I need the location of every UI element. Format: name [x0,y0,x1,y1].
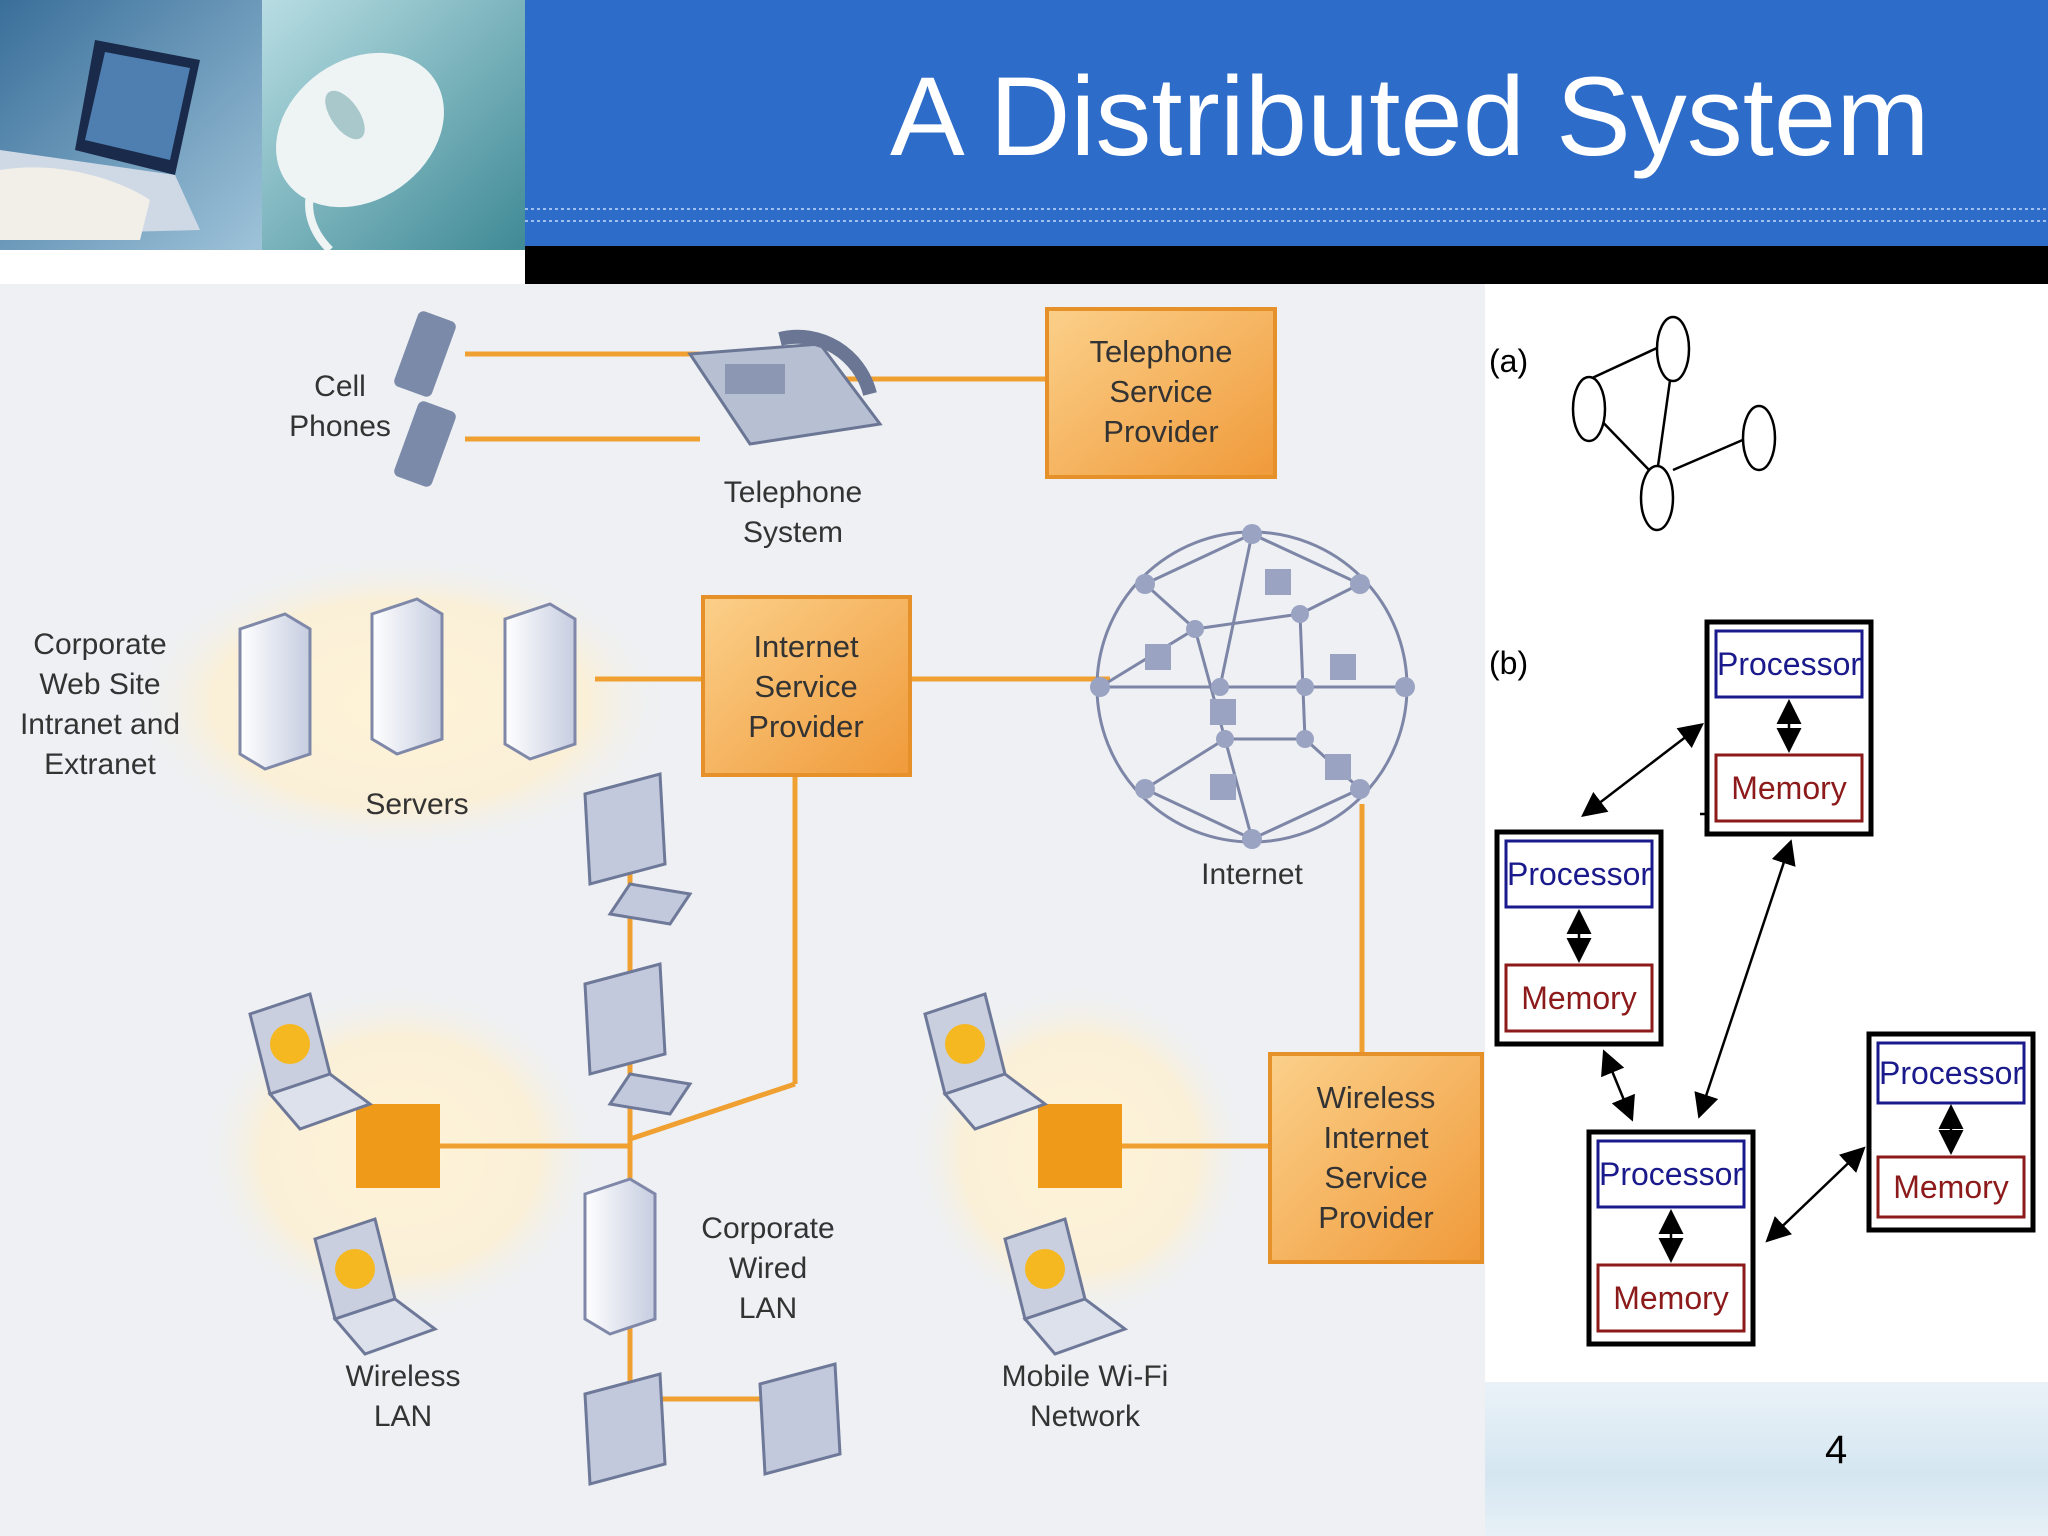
tsp-line-3: Provider [1103,414,1218,449]
page-number: 4 [1825,1428,1848,1472]
header-dotted-line [525,220,2048,222]
isp-line-1: Internet [753,629,859,664]
header-photo [0,0,525,250]
graph-a-label: (a) [1489,343,1528,379]
wisp-line-3: Service [1324,1160,1427,1195]
graph-a-node [1571,375,1607,443]
label-internet: Internet [1201,858,1303,891]
label-mobile-wifi-1: Mobile Wi-Fi [1002,1360,1169,1393]
wireless-access-point [356,1104,440,1188]
processor-label: Processor [1599,1156,1743,1192]
label-corp-lan-1: Corporate [701,1212,834,1245]
label-corp-web-1: Corporate [33,628,166,661]
graph-a [1571,315,1777,532]
server-icon [238,597,577,771]
label-corp-lan-2: Wired [729,1252,807,1285]
label-telephone-system-1: Telephone [724,476,862,509]
label-cell-phones-1: Cell [314,370,366,403]
label-corp-web-4: Extranet [44,748,156,781]
footer-band [1485,1382,2048,1536]
wireless-isp-box: Wireless Internet Service Provider [1268,1052,1484,1264]
processor-label: Processor [1879,1055,2023,1091]
isp-line-2: Service [754,669,857,704]
slide-title: A Distributed System [890,54,1930,179]
label-servers: Servers [365,788,468,821]
memory-label: Memory [1731,770,1847,806]
label-cell-phones-2: Phones [289,410,391,443]
internet-nodes [1090,524,1415,849]
memory-label: Memory [1893,1169,2009,1205]
wisp-line-2: Internet [1323,1120,1429,1155]
graph-b-edges [1581,722,1866,1243]
laptop-icon [248,992,439,1356]
label-wireless-lan-1: Wireless [345,1360,460,1393]
memory-label: Memory [1613,1280,1729,1316]
memory-label: Memory [1521,980,1637,1016]
label-corp-web-3: Intranet and [20,708,180,741]
wisp-line-4: Provider [1318,1200,1433,1235]
telephone-service-provider-box: Telephone Service Provider [1045,307,1277,479]
processor-memory-node: Processor Memory [1494,829,1664,1047]
header-divider [525,246,2048,284]
graph-a-node [1639,464,1675,532]
laptop-icon [923,992,1129,1356]
processor-memory-node: Processor Memory [1586,1129,1756,1347]
label-wireless-lan-2: LAN [374,1400,432,1433]
wisp-line-1: Wireless [1317,1080,1436,1115]
label-corp-lan-3: LAN [739,1292,797,1325]
graph-a-node [1741,404,1777,472]
graph-b-label: (b) [1489,645,1528,681]
header-dotted-line [525,208,2048,210]
network-diagram: Cell Phones Telephone System Telephone S… [0,284,1485,1536]
graph-a-node [1655,315,1691,383]
processor-memory-node: Processor Memory [1704,619,1874,837]
wifi-access-point [1038,1104,1122,1188]
internet-service-provider-box: Internet Service Provider [701,595,912,777]
label-mobile-wifi-2: Network [1030,1400,1141,1433]
graph-panel: (a) (b) Processor Memo [1485,284,2048,1382]
network-links [440,351,1365,1434]
processor-label: Processor [1507,856,1651,892]
label-telephone-system-2: System [743,516,843,549]
tsp-line-1: Telephone [1089,334,1232,369]
label-corp-web-2: Web Site [39,668,160,701]
tsp-line-2: Service [1109,374,1212,409]
desktop-computer-icon [583,772,842,1486]
lan-server-icon [583,1177,657,1336]
processor-memory-node: Processor Memory [1866,1031,2036,1233]
telephone-icon [687,329,883,446]
cell-phone-icon [394,311,456,487]
isp-line-3: Provider [748,709,863,744]
header-band [525,0,2048,246]
processor-label: Processor [1717,646,1861,682]
